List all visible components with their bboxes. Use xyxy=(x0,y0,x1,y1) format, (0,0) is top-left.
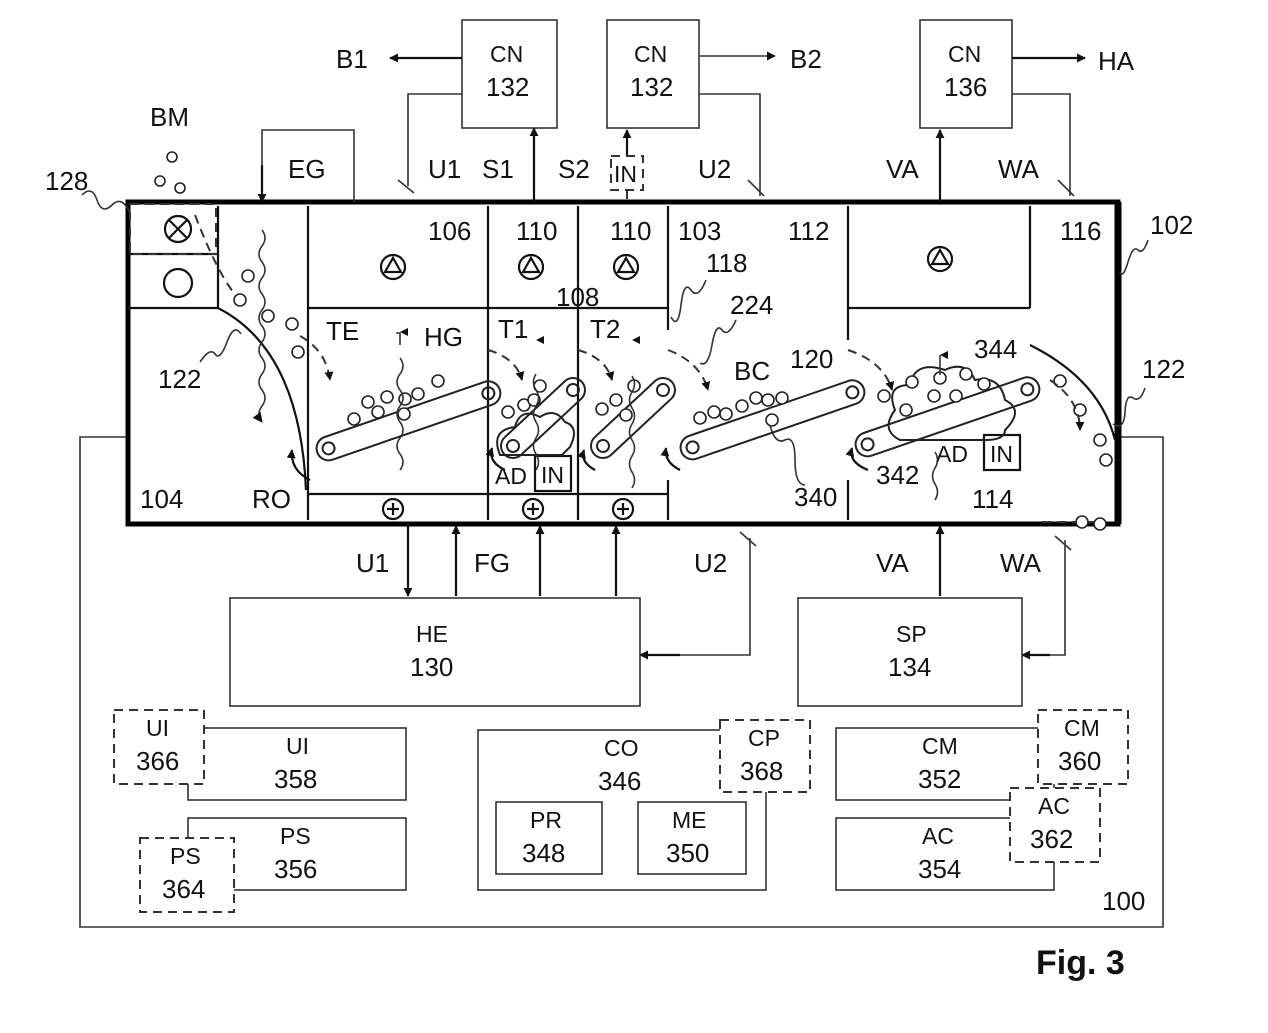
label-u2-bottom: U2 xyxy=(694,548,727,578)
label-344: 344 xyxy=(974,334,1017,364)
ui-358-line2: 358 xyxy=(274,764,317,794)
label-114: 114 xyxy=(972,484,1013,514)
label-104: 104 xyxy=(140,484,183,514)
cn-132-left-line1: CN xyxy=(490,41,523,67)
label-342: 342 xyxy=(876,460,919,490)
sp-134-line1: SP xyxy=(896,621,927,647)
housing xyxy=(128,202,1118,524)
label-122-right: 122 xyxy=(1142,354,1185,384)
he-130-line1: HE xyxy=(416,621,448,647)
label-t1: T1 xyxy=(498,314,528,344)
co-346-line1: CO xyxy=(604,735,639,761)
label-ha: HA xyxy=(1098,46,1135,76)
conveyor-belts xyxy=(313,373,1042,464)
ac-354-line2: 354 xyxy=(918,854,961,884)
label-100: 100 xyxy=(1102,886,1145,916)
label-103: 103 xyxy=(678,216,721,246)
fan-icons-top xyxy=(381,247,952,279)
label-va-bottom: VA xyxy=(876,548,909,578)
he-130-line2: 130 xyxy=(410,652,453,682)
label-b2: B2 xyxy=(790,44,822,74)
label-wa-top: WA xyxy=(998,154,1040,184)
label-s1: S1 xyxy=(482,154,514,184)
ac-362-line2: 362 xyxy=(1030,824,1073,854)
ac-362-line1: AC xyxy=(1038,793,1070,819)
pr-348-line2: 348 xyxy=(522,838,565,868)
label-u2-top: U2 xyxy=(698,154,731,184)
cm-352-line1: CM xyxy=(922,733,958,759)
ac-354-line1: AC xyxy=(922,823,954,849)
label-128: 128 xyxy=(45,166,88,196)
label-va-top: VA xyxy=(886,154,919,184)
right-guide-wall xyxy=(1030,345,1115,440)
cm-352-line2: 352 xyxy=(918,764,961,794)
heater-plus-icons xyxy=(383,499,633,519)
cm-360-line1: CM xyxy=(1064,715,1100,741)
label-t2: T2 xyxy=(590,314,620,344)
label-ro: RO xyxy=(252,484,291,514)
ps-356-line1: PS xyxy=(280,823,311,849)
ui-366-line2: 366 xyxy=(136,746,179,776)
label-fg: FG xyxy=(474,548,510,578)
label-108: 108 xyxy=(556,282,599,312)
pr-348-line1: PR xyxy=(530,807,562,833)
me-350-line1: ME xyxy=(672,807,707,833)
label-110b: 110 xyxy=(610,216,651,246)
label-bc: BC xyxy=(734,356,770,386)
cn-132-right-line1: CN xyxy=(634,41,667,67)
cn-132-right-line2: 132 xyxy=(630,72,673,102)
label-in-top: IN xyxy=(614,161,637,187)
label-te: TE xyxy=(326,316,359,346)
label-hg: HG xyxy=(424,322,463,352)
label-u1-bottom: U1 xyxy=(356,548,389,578)
cn-136-line1: CN xyxy=(948,41,981,67)
co-346-line2: 346 xyxy=(598,766,641,796)
label-s2: S2 xyxy=(558,154,590,184)
label-120: 120 xyxy=(790,344,833,374)
cn-132-left-line2: 132 xyxy=(486,72,529,102)
incoming-balls xyxy=(155,152,185,193)
inlet-circle-icon xyxy=(164,269,192,297)
ui-358-line1: UI xyxy=(286,733,309,759)
label-224: 224 xyxy=(730,290,773,320)
label-102: 102 xyxy=(1150,210,1193,240)
label-in-1: IN xyxy=(541,462,564,488)
cn-136-line2: 136 xyxy=(944,72,987,102)
inlet-gate xyxy=(130,204,216,254)
ps-364-line2: 364 xyxy=(162,874,205,904)
cp-368-line1: CP xyxy=(748,725,780,751)
label-wa-bottom: WA xyxy=(1000,548,1042,578)
label-106: 106 xyxy=(428,216,471,246)
cm-360-line2: 360 xyxy=(1058,746,1101,776)
label-in-2: IN xyxy=(990,441,1013,467)
ui-366-line1: UI xyxy=(146,715,169,741)
cp-368-line2: 368 xyxy=(740,756,783,786)
label-u1-top: U1 xyxy=(428,154,461,184)
label-eg: EG xyxy=(288,154,326,184)
me-350-line2: 350 xyxy=(666,838,709,868)
ps-356-line2: 356 xyxy=(274,854,317,884)
label-116: 116 xyxy=(1060,216,1101,246)
label-b1: B1 xyxy=(336,44,368,74)
top-connectors xyxy=(262,94,1074,202)
ps-364-line1: PS xyxy=(170,843,201,869)
bottom-connectors xyxy=(408,524,1071,655)
label-bm: BM xyxy=(150,102,189,132)
label-122-left: 122 xyxy=(158,364,201,394)
label-110a: 110 xyxy=(516,216,557,246)
label-340: 340 xyxy=(794,482,837,512)
label-ad-2: AD xyxy=(936,441,968,467)
heat-wave-lines xyxy=(259,230,948,500)
label-118: 118 xyxy=(706,248,747,278)
label-112: 112 xyxy=(788,216,829,246)
sp-134-line2: 134 xyxy=(888,652,931,682)
figure-caption: Fig. 3 xyxy=(1036,944,1125,982)
